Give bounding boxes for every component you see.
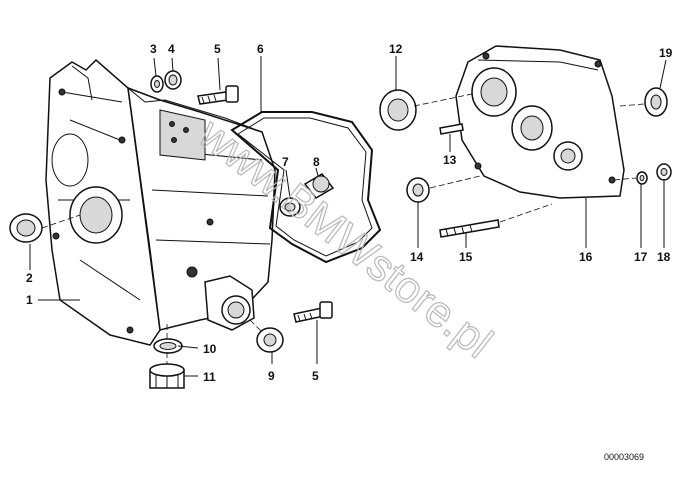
cover-16 [455, 45, 625, 199]
nut-18 [656, 163, 672, 181]
callout-labels: 1 2 3 4 5 6 7 8 9 10 11 12 13 14 15 16 1… [26, 42, 673, 384]
callout-11: 11 [203, 370, 216, 384]
callout-19: 19 [659, 46, 673, 60]
callout-8: 8 [313, 155, 320, 169]
callout-17: 17 [634, 250, 648, 264]
diagram-reference-code: 00003069 [604, 452, 644, 462]
washer-3 [150, 75, 164, 93]
plug-8 [303, 173, 335, 199]
callout-5: 5 [214, 42, 221, 56]
callout-7: 7 [282, 155, 289, 169]
callout-1: 1 [26, 293, 33, 307]
washer-17 [636, 171, 648, 185]
callout-12: 12 [389, 42, 403, 56]
seal-ring-19 [644, 87, 668, 117]
callout-2: 2 [26, 271, 33, 285]
seal-ring-9 [256, 327, 284, 353]
plug-11 [149, 363, 185, 389]
leader-lines [29, 56, 667, 377]
callout-14: 14 [410, 250, 424, 264]
callout-5-bottom: 5 [312, 369, 319, 383]
bolt-5-top [197, 85, 239, 105]
nut-14 [406, 177, 430, 203]
gasket-6 [230, 111, 382, 264]
callout-15: 15 [459, 250, 473, 264]
callout-13: 13 [443, 153, 457, 167]
callout-18: 18 [657, 250, 671, 264]
callout-10: 10 [203, 342, 217, 356]
washer-10 [153, 338, 183, 354]
callout-16: 16 [579, 250, 593, 264]
nut-4 [164, 70, 182, 90]
stud-13 [439, 123, 464, 135]
callout-9: 9 [268, 369, 275, 383]
seal-ring-12 [379, 89, 417, 131]
stud-15 [439, 219, 500, 238]
bolt-5-bottom [293, 301, 333, 323]
callout-4: 4 [168, 42, 175, 56]
callout-6: 6 [257, 42, 264, 56]
callout-3: 3 [150, 42, 157, 56]
gearbox-housing [45, 58, 276, 346]
seal-ring-2 [9, 213, 81, 243]
